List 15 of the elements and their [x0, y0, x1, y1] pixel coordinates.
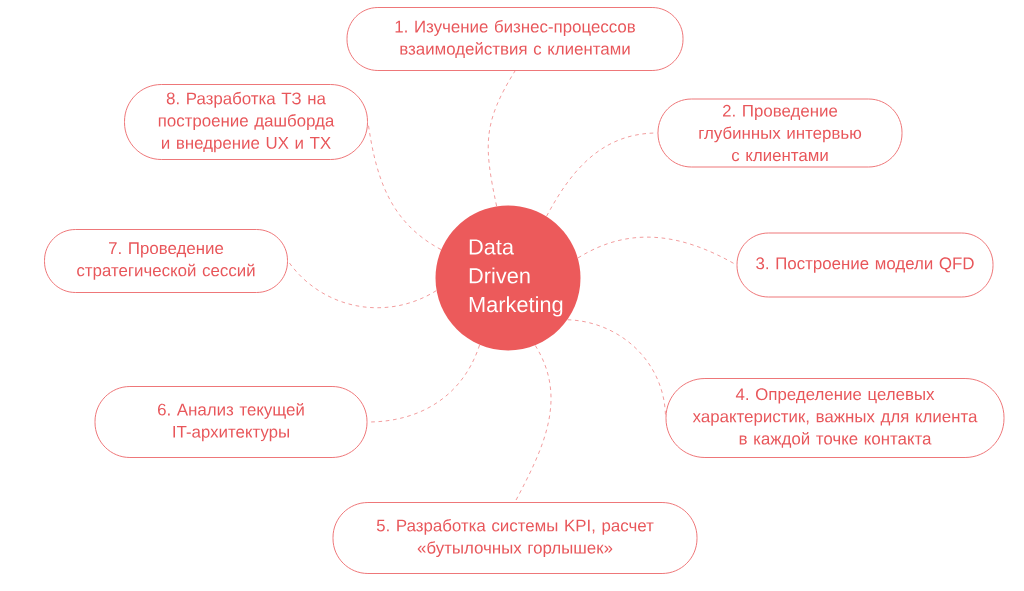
- step-box: 4. Определение целевых характеристик, важных для клиента в каждой точке контакта: [665, 378, 1005, 458]
- step-box: 3. Построение модели QFD: [736, 232, 994, 298]
- dashed-connector: [514, 345, 552, 503]
- dashed-connector: [287, 260, 437, 308]
- dashed-connector: [367, 121, 442, 250]
- step-box: 5. Разработка системы KPI, расчет «бутылочных горлышек»: [332, 502, 698, 574]
- dashed-connector: [577, 236, 737, 266]
- dashed-connector: [487, 70, 516, 207]
- step-box: 1. Изучение бизнес-процессов взаимодействия с клиентами: [346, 7, 684, 71]
- dashed-connector: [546, 132, 658, 217]
- dashed-connector: [567, 319, 666, 419]
- step-box: 2. Проведение глубинных интервью с клиентами: [657, 98, 903, 168]
- step-box: 8. Разработка ТЗ на построение дашборда и внедрение UX и TX: [124, 84, 368, 160]
- step-box: 6. Анализ текущей IT-архитектуры: [94, 386, 368, 458]
- step-box: 7. Проведение стратегической сессий: [44, 229, 288, 293]
